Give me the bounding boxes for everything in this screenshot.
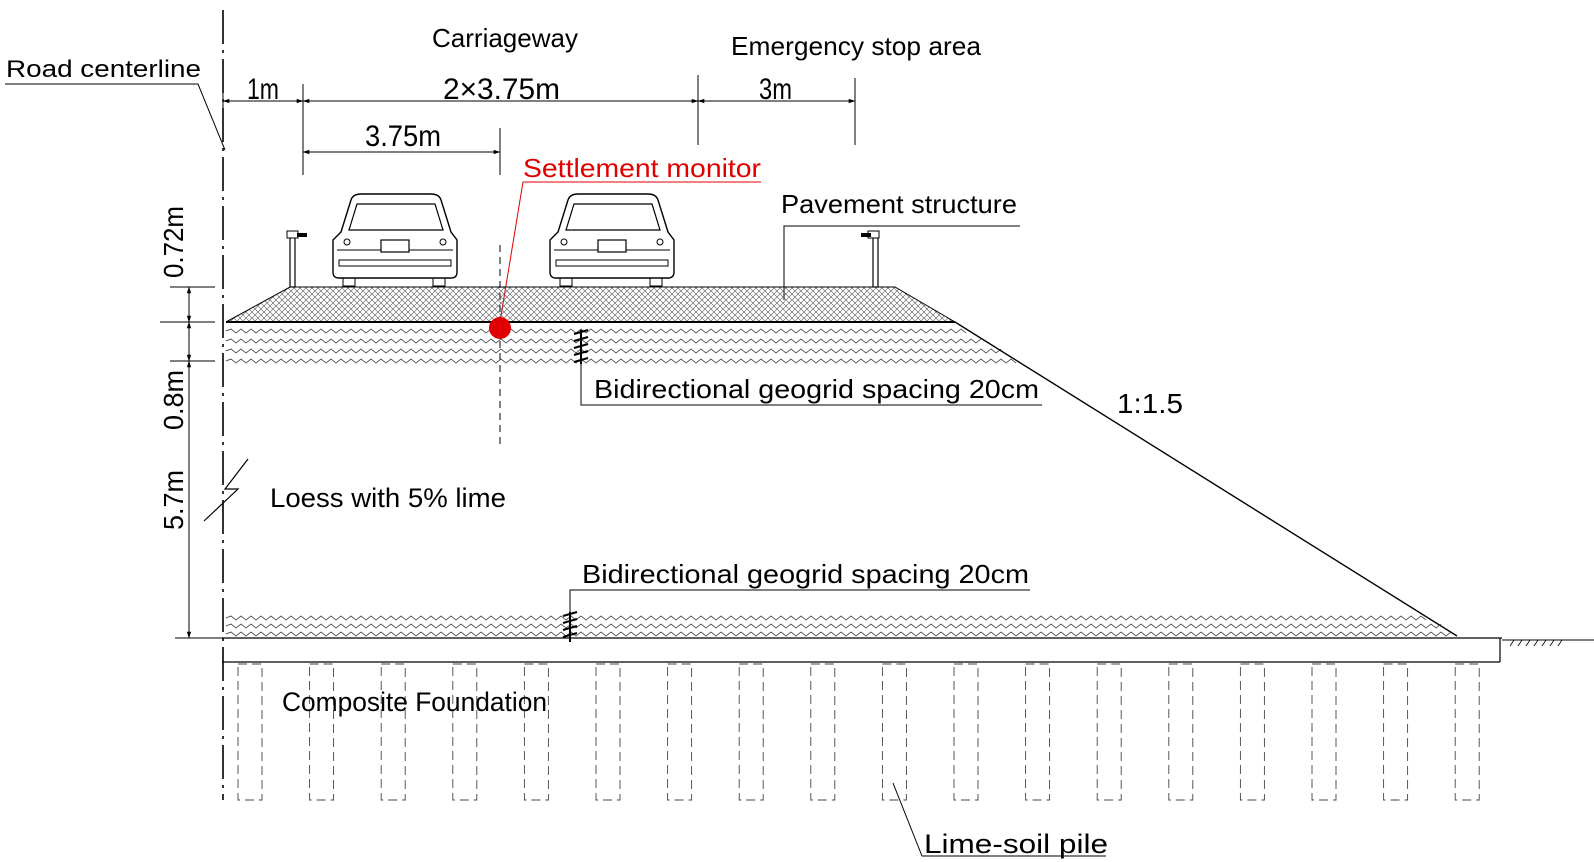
slope-ratio-label: 1:1.5 [1117, 388, 1183, 419]
lane-dimension-line [302, 118, 501, 175]
lime-soil-pile [1383, 663, 1409, 801]
lime-soil-pile [237, 663, 263, 801]
settlement-monitor-dot [489, 317, 511, 339]
lime-soil-pile-label: Lime-soil pile [924, 829, 1108, 859]
natural-ground-line [1502, 639, 1594, 647]
geogrid-wave-line [225, 623, 1442, 629]
lime-soil-pile [380, 663, 406, 801]
lime-soil-pile [1025, 663, 1051, 801]
geogrid-upper-leader [580, 364, 1042, 406]
fill-material-label: Loess with 5% lime [270, 483, 506, 513]
dim-0-72m: 0.72m [158, 206, 189, 278]
dim-3m: 3m [759, 73, 792, 106]
lime-soil-pile [1239, 663, 1265, 801]
geogrid-wave-line [225, 358, 1017, 364]
dim-3-75m: 3.75m [365, 120, 441, 153]
lime-soil-pile [309, 663, 335, 801]
lime-soil-pile [1096, 663, 1122, 801]
dim-5-7m: 5.7m [158, 470, 189, 530]
lime-soil-pile [595, 663, 621, 801]
lime-soil-pile [1454, 663, 1480, 801]
lime-soil-pile [1168, 663, 1194, 801]
guardrail-post-left [286, 230, 307, 288]
dim-0-8m: 0.8m [158, 370, 189, 430]
lime-soil-pile [1311, 663, 1337, 801]
lime-soil-pile [667, 663, 693, 801]
composite-foundation-label: Composite Foundation [282, 687, 547, 717]
lime-soil-piles [237, 663, 1480, 801]
geogrid-marker-upper [573, 329, 589, 364]
emergency-stop-label: Emergency stop area [731, 31, 982, 61]
geogrid-wave-line [225, 348, 1002, 354]
embankment-slope [954, 321, 1458, 637]
embankment-base [222, 637, 1502, 663]
lime-soil-pile [881, 663, 907, 801]
pavement-structure-label: Pavement structure [781, 189, 1017, 219]
carriageway-label: Carriageway [432, 23, 578, 53]
lime-soil-pile [523, 663, 549, 801]
lime-soil-pile [953, 663, 979, 801]
geogrid-lower-leader [569, 589, 1030, 612]
centerline-leader [5, 83, 226, 151]
lime-soil-pile [452, 663, 478, 801]
geogrid-marker-lower [562, 611, 578, 642]
upper-geogrid-zone [225, 328, 1017, 364]
car-right [549, 193, 675, 287]
geogrid-upper-label: Bidirectional geogrid spacing 20cm [594, 374, 1039, 404]
lime-soil-pile [810, 663, 836, 801]
break-symbol [203, 458, 249, 522]
pavement-leader [783, 225, 1020, 300]
guardrail-post-right [861, 230, 880, 288]
road-centerline-label: Road centerline [6, 56, 201, 83]
lime-soil-pile-leader [892, 782, 1106, 857]
vertical-dimension-line [160, 286, 222, 639]
geogrid-wave-line [225, 631, 1452, 637]
top-dimension-line [222, 75, 856, 145]
geogrid-lower-label: Bidirectional geogrid spacing 20cm [582, 559, 1029, 589]
lime-soil-pile [738, 663, 764, 801]
pavement-layer [225, 286, 957, 323]
geogrid-wave-line [225, 338, 982, 344]
settlement-monitor-label: Settlement monitor [523, 153, 761, 183]
geogrid-wave-line [225, 615, 1427, 621]
dim-1m: 1m [247, 73, 279, 106]
lower-geogrid-zone [225, 615, 1452, 637]
dim-2x3-75m: 2×3.75m [443, 73, 560, 106]
car-left [332, 193, 458, 287]
geogrid-wave-line [225, 328, 967, 334]
